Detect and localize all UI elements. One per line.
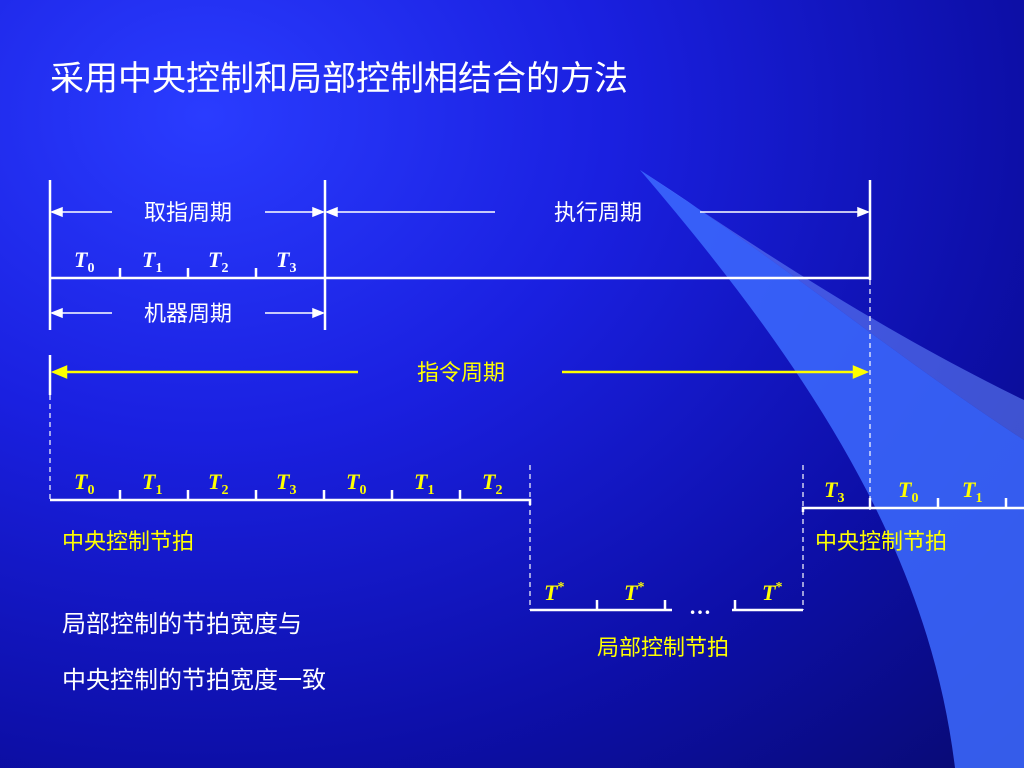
central-beat-baseline-left: [50, 498, 532, 505]
cycle-boundaries: [48, 180, 872, 330]
beat-label: T3: [276, 247, 296, 276]
central-beat-label-right: 中央控制节拍: [815, 530, 947, 555]
exec-cycle-arrow: [324, 206, 871, 218]
beat-label: T1: [142, 469, 162, 498]
dashed-guides: [49, 280, 871, 610]
beat-label: T3: [824, 477, 844, 506]
beat-label: T*: [544, 580, 564, 605]
beat-label: T2: [208, 469, 228, 498]
local-beat-label: 局部控制节拍: [597, 636, 729, 661]
beat-label: T*: [624, 580, 644, 605]
central-beat-baseline-right: [801, 506, 1024, 512]
instr-cycle-label: 指令周期: [417, 361, 505, 386]
local-beat-baseline: [530, 600, 803, 612]
light-beam-decoration: [640, 170, 1024, 768]
page-title: 采用中央控制和局部控制相结合的方法: [50, 59, 628, 99]
central-beat-ticks-left: [118, 490, 462, 500]
machine-cycle-arrow: [49, 307, 326, 319]
central-beats-right: T3 T0 T1: [824, 477, 982, 506]
beat-label: T0: [346, 469, 366, 498]
instr-cycle-arrow: [50, 365, 870, 379]
top-beats: T0 T1 T2 T3: [74, 247, 296, 276]
light-beam-highlight: [640, 170, 1024, 440]
beat-label: T2: [482, 469, 502, 498]
note-line-1: 局部控制的节拍宽度与: [62, 610, 302, 638]
central-beat-label-left: 中央控制节拍: [62, 530, 194, 555]
beat-label: T0: [74, 469, 94, 498]
beat-label: T0: [898, 477, 918, 506]
fetch-cycle-arrow: [49, 206, 326, 218]
local-beats: T* T* T*: [544, 580, 782, 605]
top-beat-ticks: [118, 268, 258, 278]
beat-label: T*: [762, 580, 782, 605]
beat-label: T0: [74, 247, 94, 276]
exec-cycle-label: 执行周期: [554, 201, 642, 226]
fetch-cycle-label: 取指周期: [144, 201, 232, 226]
local-beat-ellipsis: …: [689, 594, 711, 619]
beat-label: T1: [414, 469, 434, 498]
beat-label: T2: [208, 247, 228, 276]
beat-label: T3: [276, 469, 296, 498]
central-beat-ticks-right: [868, 498, 1008, 508]
beat-label: T1: [962, 477, 982, 506]
note-line-2: 中央控制的节拍宽度一致: [62, 666, 326, 694]
machine-cycle-label: 机器周期: [144, 302, 232, 327]
beat-label: T1: [142, 247, 162, 276]
central-beats-left: T0 T1 T2 T3 T0 T1 T2: [74, 469, 502, 498]
